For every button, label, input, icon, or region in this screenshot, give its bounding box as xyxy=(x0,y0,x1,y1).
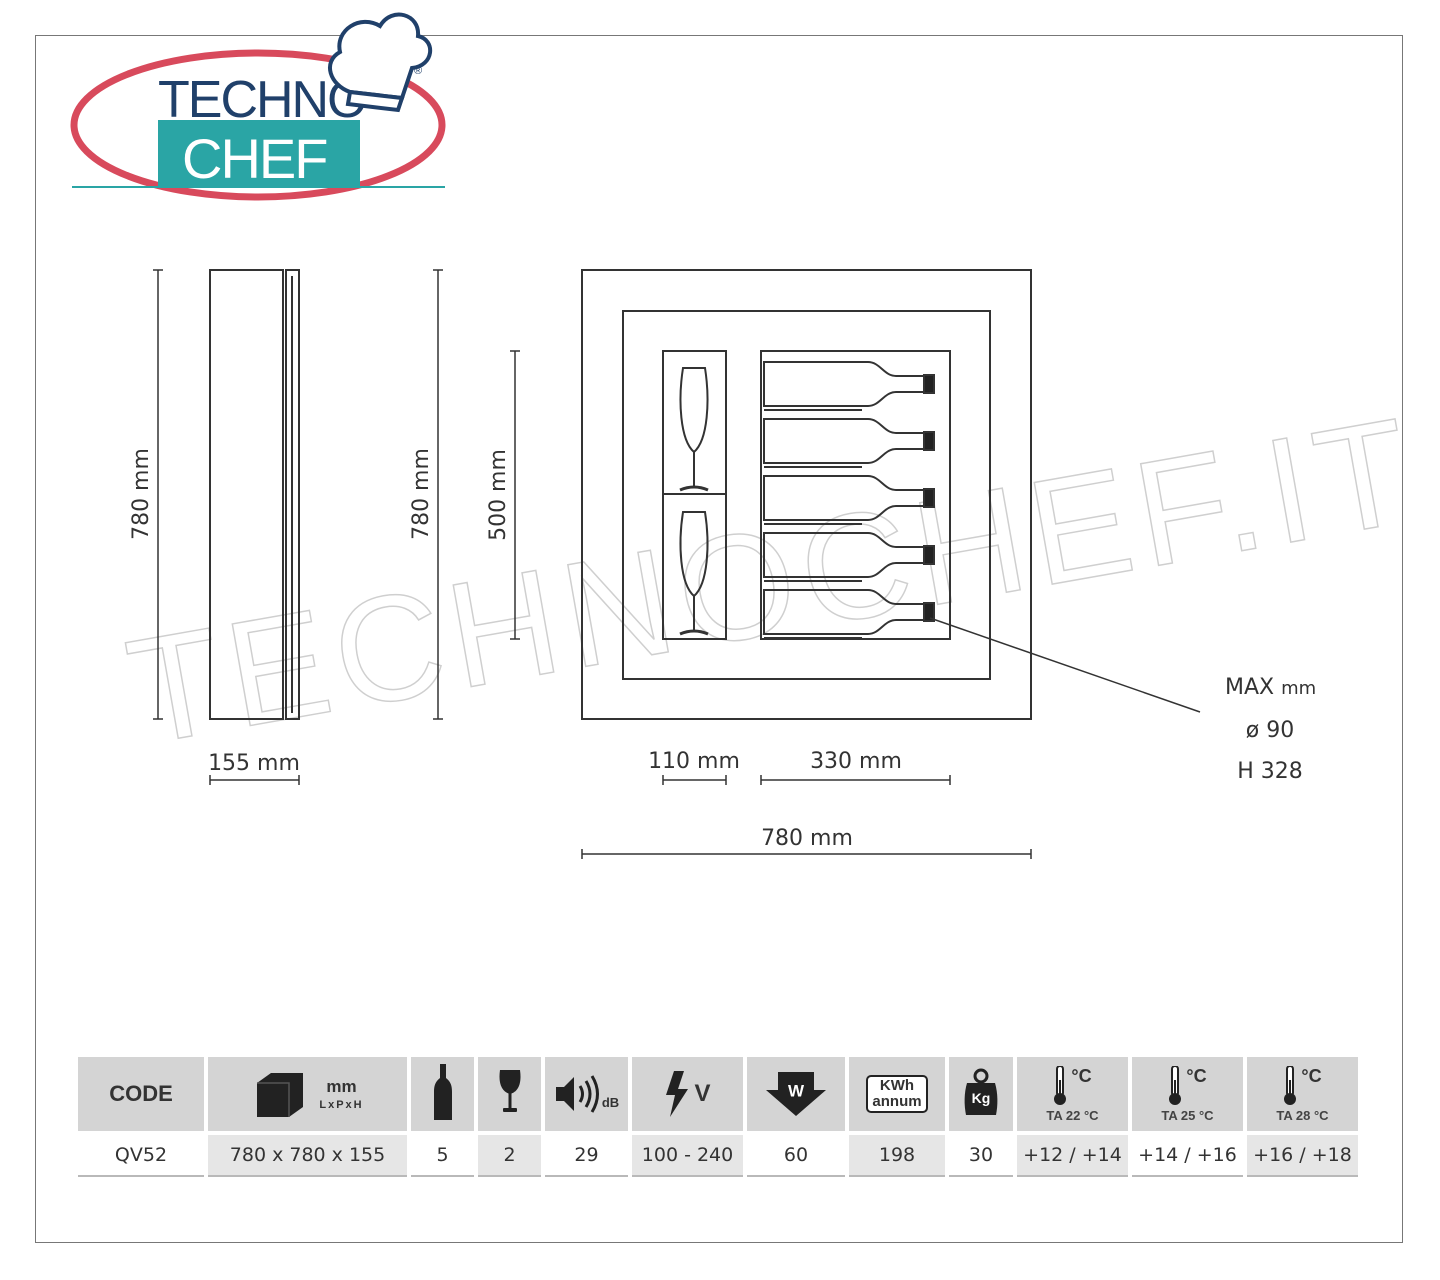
cell-dimensions: 780 x 780 x 155 xyxy=(206,1131,411,1177)
thermometer-icon xyxy=(1054,1065,1067,1105)
header-glasses xyxy=(476,1057,545,1133)
logo-registered-mark: ® xyxy=(414,65,422,77)
weight-icon xyxy=(964,1068,998,1115)
kwh-annum-icon: KWh annum xyxy=(866,1075,928,1113)
cell-voltage: 100 - 240 xyxy=(630,1131,747,1177)
spec-table: CODE mm LxPxH xyxy=(78,1057,1358,1177)
cell-temp-28: +16 / +18 xyxy=(1245,1131,1358,1177)
cell-weight: 30 xyxy=(947,1131,1017,1177)
wine-glass-icon xyxy=(679,511,709,636)
header-bottles xyxy=(409,1057,478,1133)
cell-noise: 29 xyxy=(543,1131,632,1177)
cell-temp-25: +14 / +16 xyxy=(1130,1131,1247,1177)
leader-line xyxy=(929,617,1201,713)
max-height: H 328 xyxy=(1237,759,1303,784)
lightning-icon xyxy=(666,1071,689,1117)
side-height-label: 780 mm xyxy=(129,448,154,540)
side-view xyxy=(153,269,300,785)
header-power: W xyxy=(745,1057,849,1133)
header-weight: Kg xyxy=(947,1057,1017,1133)
header-dimensions: mm LxPxH xyxy=(206,1057,411,1133)
bottle-cap xyxy=(923,488,935,508)
cell-bottles: 5 xyxy=(409,1131,478,1177)
front-width-label: 780 mm xyxy=(761,826,853,851)
width-dims xyxy=(581,775,1032,859)
technochef-logo: TECHNO CHEF ® xyxy=(70,12,446,201)
bottle-icon xyxy=(433,1064,452,1120)
header-energy: KWh annum xyxy=(847,1057,949,1133)
bottle-cap xyxy=(923,545,935,565)
table-row: QV52 780 x 780 x 155 5 2 29 100 - 240 60… xyxy=(78,1131,1358,1177)
bottle-icon xyxy=(763,361,925,407)
cell-glasses: 2 xyxy=(476,1131,545,1177)
header-code: CODE xyxy=(78,1057,208,1133)
header-temp-25: °C TA 25 °C xyxy=(1130,1057,1247,1133)
glass-width-label: 110 mm xyxy=(648,749,740,774)
logo-text-chef: CHEF xyxy=(182,127,326,190)
front-height-label: 780 mm xyxy=(409,448,434,540)
speaker-icon xyxy=(555,1075,599,1113)
cell-code: QV52 xyxy=(78,1131,208,1177)
technical-drawing: TECHNO CHEF ® TECHNOCHEF.IT 780 mm 155 m… xyxy=(70,12,1430,859)
side-depth-label: 155 mm xyxy=(208,751,300,776)
front-height-dims xyxy=(433,269,520,720)
thermometer-icon xyxy=(1169,1065,1182,1105)
box-icon xyxy=(257,1073,304,1117)
bottle-cap xyxy=(923,374,935,394)
chef-hat-icon xyxy=(328,12,433,113)
header-temp-28: °C TA 28 °C xyxy=(1245,1057,1358,1133)
bottle-icon xyxy=(763,418,925,464)
cell-energy: 198 xyxy=(847,1131,949,1177)
cell-power: 60 xyxy=(745,1131,849,1177)
wine-glass-icon xyxy=(679,367,709,492)
power-arrow-icon xyxy=(766,1072,826,1116)
inner-height-label: 500 mm xyxy=(486,449,511,541)
bottle-icons xyxy=(763,361,935,639)
wine-glass-icon xyxy=(498,1070,521,1112)
ta-22-label: TA 22 °C xyxy=(1046,1107,1099,1123)
thermometer-icon xyxy=(1284,1065,1297,1105)
ta-25-label: TA 25 °C xyxy=(1161,1107,1214,1123)
ta-28-label: TA 28 °C xyxy=(1276,1107,1329,1123)
bottle-cap xyxy=(923,602,935,622)
cell-temp-22: +12 / +14 xyxy=(1015,1131,1132,1177)
max-diameter: ø 90 xyxy=(1246,718,1294,743)
spec-header-row: CODE mm LxPxH xyxy=(78,1057,1358,1133)
header-noise: dB xyxy=(543,1057,632,1133)
header-temp-22: °C TA 22 °C xyxy=(1015,1057,1132,1133)
max-label: MAX mm xyxy=(1225,675,1316,700)
header-voltage: V xyxy=(630,1057,747,1133)
page-frame xyxy=(35,35,1403,1243)
bottle-cap xyxy=(923,431,935,451)
bottle-width-label: 330 mm xyxy=(810,749,902,774)
